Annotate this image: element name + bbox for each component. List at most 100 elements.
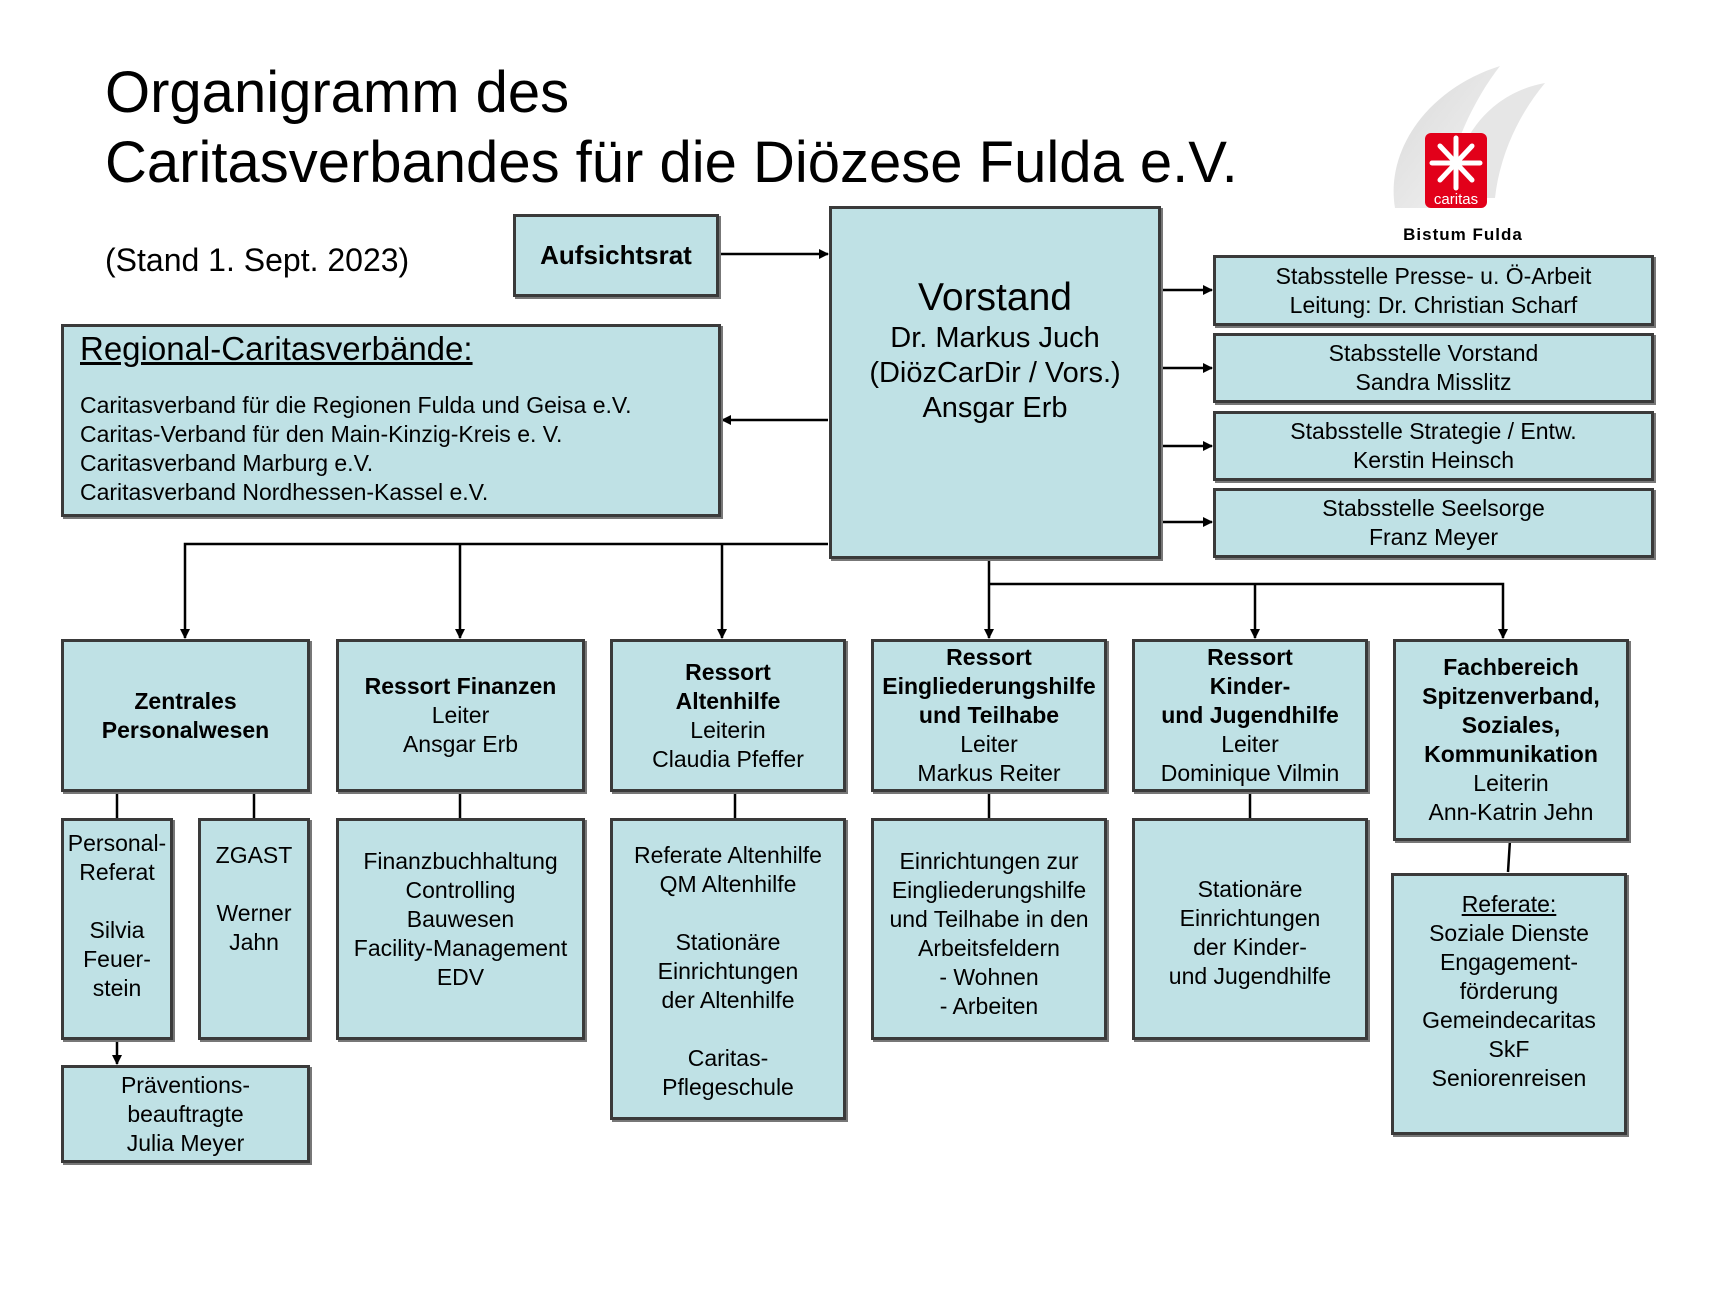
- fachbereich-title: Spitzenverband,: [1422, 683, 1600, 709]
- referate-item: Gemeindecaritas: [1422, 1007, 1596, 1033]
- title-line-2: Caritasverbandes für die Diözese Fulda e…: [105, 130, 1238, 195]
- ressort-personal-line: Zentrales: [134, 687, 237, 714]
- finanzen-sub-item: Facility-Management: [353, 935, 568, 961]
- regional-heading: Regional-Caritasverbände:: [80, 330, 473, 367]
- personalreferat-person: Silvia: [89, 917, 145, 943]
- ressort-altenhilfe-title: Altenhilfe: [675, 687, 781, 714]
- altenhilfe-sub-item: Einrichtungen: [657, 958, 799, 984]
- ressort-personal-line: Personalwesen: [101, 716, 270, 743]
- referate-item: SkF: [1488, 1036, 1530, 1062]
- regional-caritasverbaende-box: Regional-Caritasverbände: Caritasverband…: [61, 324, 721, 517]
- ressort-altenhilfe-role: Leiterin: [690, 716, 766, 743]
- referate-item: Soziale Dienste: [1429, 920, 1589, 946]
- ressort-finanzen-role: Leiter: [431, 702, 490, 728]
- fachbereich-title: Fachbereich: [1443, 654, 1579, 680]
- stabsstelle-vorstand-person: Sandra Misslitz: [1355, 369, 1512, 395]
- ressort-kinder-title: und Jugendhilfe: [1161, 702, 1339, 728]
- personalreferat-title: Personal-: [67, 830, 167, 856]
- ressort-eingliederung-role: Leiter: [960, 731, 1018, 757]
- fachbereich-title: Soziales,: [1461, 712, 1561, 738]
- zgast-person: Jahn: [229, 929, 279, 955]
- stabsstelle-strategie-box: Stabsstelle Strategie / Entw. Kerstin He…: [1213, 411, 1654, 481]
- kinder-sub-item: Einrichtungen: [1179, 905, 1321, 931]
- aufsichtsrat-box: Aufsichtsrat: [513, 214, 719, 297]
- finanzen-sub-box: Finanzbuchhaltung Controlling Bauwesen F…: [336, 818, 585, 1040]
- fachbereich-title: Kommunikation: [1424, 741, 1598, 767]
- vorstand-title: Vorstand: [918, 276, 1072, 319]
- altenhilfe-sub-item: der Altenhilfe: [661, 987, 795, 1013]
- vorstand-member-1: Dr. Markus Juch: [890, 322, 1100, 354]
- stabsstelle-seelsorge-label: Stabsstelle Seelsorge: [1322, 495, 1545, 521]
- ressort-eingliederung-title: Ressort: [946, 644, 1032, 670]
- stabsstelle-vorstand-label: Stabsstelle Vorstand: [1328, 340, 1539, 366]
- finanzen-sub-item: Bauwesen: [406, 906, 515, 932]
- ressort-eingliederung-title: und Teilhabe: [918, 702, 1060, 728]
- regional-item: Caritas-Verband für den Main-Kinzig-Krei…: [80, 421, 563, 447]
- praevention-box: Präventions- beauftragte Julia Meyer: [61, 1065, 310, 1163]
- vorstand-role: (DiözCarDir / Vors.): [869, 357, 1121, 389]
- altenhilfe-sub-item: Referate Altenhilfe: [634, 842, 822, 868]
- ressort-eingliederung-person: Markus Reiter: [917, 760, 1061, 786]
- regional-item: Caritasverband Marburg e.V.: [80, 450, 374, 476]
- title-line-1: Organigramm des: [105, 60, 570, 125]
- altenhilfe-sub-item: QM Altenhilfe: [659, 871, 797, 897]
- altenhilfe-sub-box: Referate Altenhilfe QM Altenhilfe Statio…: [610, 818, 846, 1120]
- praevention-title: Präventions-: [120, 1071, 251, 1098]
- kinder-sub-item: der Kinder-: [1193, 934, 1307, 960]
- personalreferat-person: Feuer-: [83, 946, 151, 972]
- personalreferat-box: Personal- Referat Silvia Feuer- stein: [61, 818, 173, 1040]
- aufsichtsrat-label: Aufsichtsrat: [540, 240, 692, 270]
- eingliederung-sub-item: - Wohnen: [939, 964, 1039, 990]
- praevention-person: Julia Meyer: [126, 1129, 245, 1156]
- ressort-eingliederung-box: Ressort Eingliederungshilfe und Teilhabe…: [871, 639, 1107, 792]
- referate-item: förderung: [1459, 978, 1559, 1004]
- referate-item: Engagement-: [1439, 949, 1579, 975]
- kinder-sub-box: Stationäre Einrichtungen der Kinder- und…: [1132, 818, 1368, 1040]
- finanzen-sub-item: Controlling: [405, 877, 516, 903]
- finanzen-sub-item: Finanzbuchhaltung: [363, 848, 558, 874]
- altenhilfe-sub-item: Pflegeschule: [662, 1074, 794, 1100]
- ressort-kinder-person: Dominique Vilmin: [1160, 760, 1340, 786]
- line-vorstand-right-branch: [989, 582, 1508, 639]
- stabsstelle-strategie-label: Stabsstelle Strategie / Entw.: [1290, 418, 1577, 444]
- ressort-kinder-role: Leiter: [1221, 731, 1279, 757]
- regional-item: Caritasverband für die Regionen Fulda un…: [80, 392, 632, 418]
- personalreferat-title: Referat: [79, 859, 155, 885]
- finanzen-sub-item: EDV: [436, 964, 485, 990]
- logo-subtitle: Bistum Fulda: [1403, 225, 1523, 244]
- ressort-finanzen-title: Ressort Finanzen: [364, 673, 557, 699]
- ressort-altenhilfe-box: Ressort Altenhilfe Leiterin Claudia Pfef…: [610, 639, 846, 792]
- referate-box: Referate: Soziale Dienste Engagement- fö…: [1391, 873, 1627, 1135]
- altenhilfe-sub-item: Caritas-: [687, 1045, 769, 1071]
- vorstand-member-2: Ansgar Erb: [922, 392, 1068, 424]
- stabsstelle-strategie-person: Kerstin Heinsch: [1352, 447, 1515, 473]
- stabsstelle-seelsorge-box: Stabsstelle Seelsorge Franz Meyer: [1213, 488, 1654, 558]
- personalreferat-person: stein: [92, 975, 142, 1001]
- kinder-sub-item: Stationäre: [1197, 876, 1303, 902]
- page-title: Organigramm des Caritasverbandes für die…: [105, 58, 1238, 198]
- vorstand-box: Vorstand Dr. Markus Juch (DiözCarDir / V…: [829, 206, 1161, 559]
- ressort-kinder-box: Ressort Kinder- und Jugendhilfe Leiter D…: [1132, 639, 1368, 792]
- ressort-kinder-title: Kinder-: [1209, 673, 1291, 699]
- date-stand: (Stand 1. Sept. 2023): [105, 242, 410, 278]
- line-fachbereich-sub: [1506, 839, 1512, 873]
- stabsstelle-presse-person: Leitung: Dr. Christian Scharf: [1289, 291, 1578, 318]
- ressort-eingliederung-title: Eingliederungshilfe: [882, 673, 1096, 699]
- eingliederung-sub-item: Eingliederungshilfe: [891, 877, 1087, 903]
- kinder-sub-item: und Jugendhilfe: [1168, 963, 1332, 989]
- referate-item: Seniorenreisen: [1431, 1065, 1587, 1091]
- caritas-logo: caritas: [1393, 66, 1545, 208]
- ressort-finanzen-box: Ressort Finanzen Leiter Ansgar Erb: [336, 639, 585, 792]
- fachbereich-person: Ann-Katrin Jehn: [1428, 799, 1594, 825]
- regional-item: Caritasverband Nordhessen-Kassel e.V.: [80, 479, 489, 505]
- zgast-title: ZGAST: [215, 842, 293, 868]
- eingliederung-sub-item: Einrichtungen zur: [899, 848, 1079, 874]
- line-vorstand-left-branch: [180, 542, 828, 639]
- praevention-title: beauftragte: [127, 1100, 244, 1127]
- logo-brand-text: caritas: [1434, 191, 1478, 208]
- stabsstelle-presse-label: Stabsstelle Presse- u. Ö-Arbeit: [1275, 262, 1592, 289]
- stabsstelle-seelsorge-person: Franz Meyer: [1368, 524, 1499, 550]
- zgast-box: ZGAST Werner Jahn: [198, 818, 310, 1040]
- eingliederung-sub-item: - Arbeiten: [939, 993, 1039, 1019]
- stabsstelle-presse-box: Stabsstelle Presse- u. Ö-Arbeit Leitung:…: [1213, 255, 1654, 326]
